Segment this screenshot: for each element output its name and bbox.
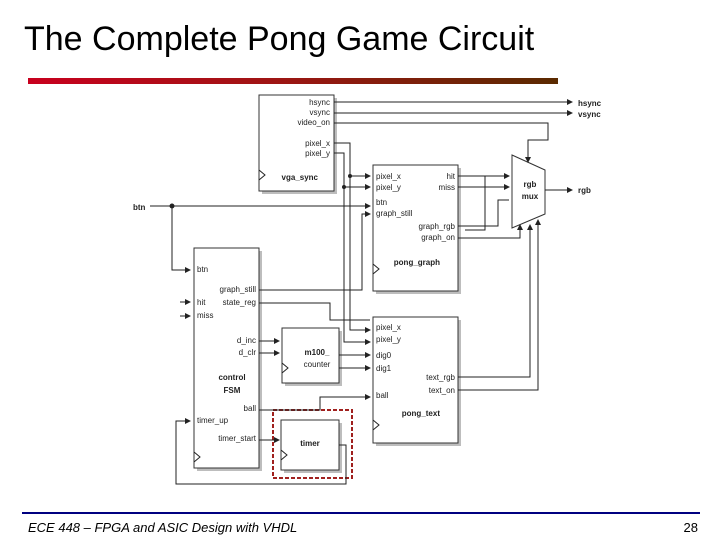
fsm-port-graph-still: graph_still <box>220 285 257 294</box>
vga-port-video-on: video_on <box>298 118 330 127</box>
fsm-port-state-reg: state_reg <box>223 298 256 307</box>
vga-port-hsync: hsync <box>309 98 330 107</box>
pong-graph-label: pong_graph <box>394 258 440 267</box>
graph-port-graph-still: graph_still <box>376 209 413 218</box>
text-port-dig0: dig0 <box>376 351 392 360</box>
text-port-pixel-y: pixel_y <box>376 335 401 344</box>
text-port-text-on: text_on <box>429 386 455 395</box>
footer-course-title: ECE 448 – FPGA and ASIC Design with VHDL <box>28 520 298 535</box>
text-port-pixel-x: pixel_x <box>376 323 401 332</box>
ext-label-hsync: hsync <box>578 99 602 108</box>
pong-text-label: pong_text <box>402 409 441 418</box>
vga-port-pixel-y: pixel_y <box>305 149 330 158</box>
vga-port-vsync: vsync <box>310 108 330 117</box>
fsm-port-timer-up: timer_up <box>197 416 229 425</box>
graph-port-graph-rgb: graph_rgb <box>419 222 456 231</box>
vga-sync-block: hsync vsync video_on pixel_x pixel_y vga… <box>258 94 337 194</box>
page-number: 28 <box>683 520 698 535</box>
fsm-port-d-inc: d_inc <box>237 336 256 345</box>
fsm-port-hit: hit <box>197 298 206 307</box>
text-port-text-rgb: text_rgb <box>426 373 455 382</box>
graph-port-pixel-x: pixel_x <box>376 172 401 181</box>
graph-port-hit: hit <box>447 172 456 181</box>
footer-rule <box>22 512 700 514</box>
pong-text-block: pixel_x pixel_y dig0 dig1 ball text_rgb … <box>372 316 461 446</box>
fsm-port-timer-start: timer_start <box>218 434 257 443</box>
graph-port-pixel-y: pixel_y <box>376 183 401 192</box>
m100-counter-block: m100_ counter <box>281 327 342 386</box>
fsm-port-miss: miss <box>197 311 213 320</box>
control-fsm-block: btn hit miss graph_still state_reg d_inc… <box>193 247 262 471</box>
fsm-label-control: control <box>218 373 245 382</box>
pong-graph-block: pixel_x pixel_y btn graph_still hit miss… <box>372 164 461 294</box>
fsm-port-d-clr: d_clr <box>239 348 257 357</box>
wiring <box>150 99 573 485</box>
vga-sync-label: vga_sync <box>282 173 319 182</box>
rgb-mux-block: rgb mux <box>511 154 546 229</box>
ext-label-vsync: vsync <box>578 110 601 119</box>
fsm-port-ball: ball <box>244 404 257 413</box>
text-port-ball: ball <box>376 391 389 400</box>
fsm-label-fsm: FSM <box>224 386 241 395</box>
vga-port-pixel-x: pixel_x <box>305 139 330 148</box>
timer-block: timer <box>272 409 353 479</box>
mux-label-mux: mux <box>522 192 539 201</box>
graph-port-btn: btn <box>376 198 387 207</box>
graph-port-graph-on: graph_on <box>421 233 455 242</box>
graph-port-miss: miss <box>439 183 455 192</box>
ext-label-btn: btn <box>133 203 146 212</box>
mux-label-rgb: rgb <box>524 180 537 189</box>
fsm-port-btn: btn <box>197 265 208 274</box>
slide-title: The Complete Pong Game Circuit <box>24 20 535 58</box>
timer-label: timer <box>300 439 320 448</box>
counter-label-counter: counter <box>304 360 331 369</box>
text-port-dig1: dig1 <box>376 364 392 373</box>
title-underline-bar <box>28 78 558 84</box>
ext-label-rgb: rgb <box>578 186 591 195</box>
counter-label-m100: m100_ <box>305 348 330 357</box>
